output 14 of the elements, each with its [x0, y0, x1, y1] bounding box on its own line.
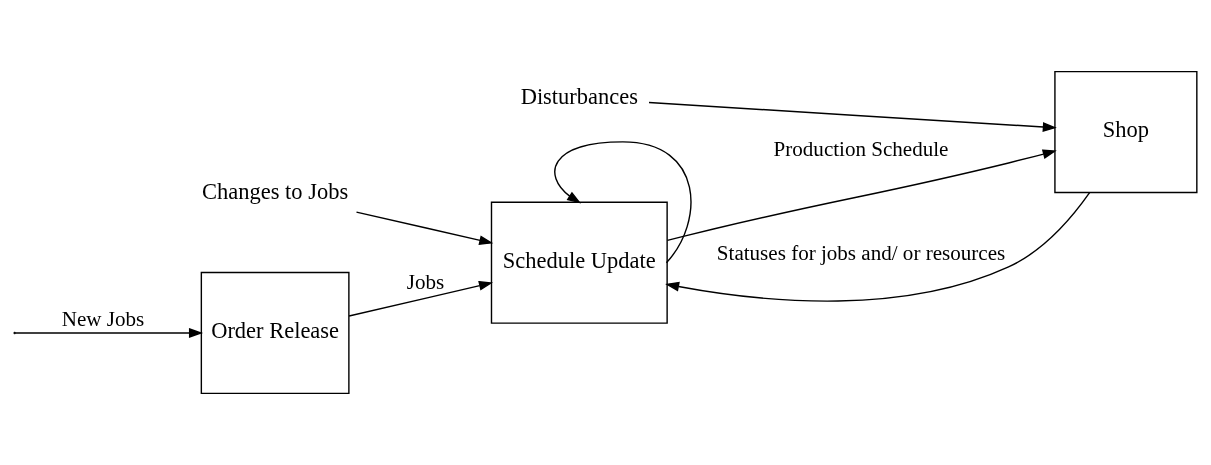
node-box: Shop [1054, 70, 1198, 194]
edge-label: Production Schedule [773, 136, 949, 161]
node-box: Order Release [200, 271, 350, 395]
edge-label: New Jobs [61, 306, 145, 331]
arrow [666, 149, 1057, 241]
node-box: Schedule Update [490, 201, 668, 324]
arrow [355, 211, 494, 246]
node-text: Changes to Jobs [202, 179, 349, 205]
edge-label: Statuses for jobs and/ or resources [716, 240, 1006, 265]
edge-label: Jobs [406, 270, 445, 295]
arrow [665, 192, 1091, 302]
node-text: Disturbances [520, 83, 638, 109]
arrow [348, 280, 494, 317]
arrow [648, 101, 1057, 132]
